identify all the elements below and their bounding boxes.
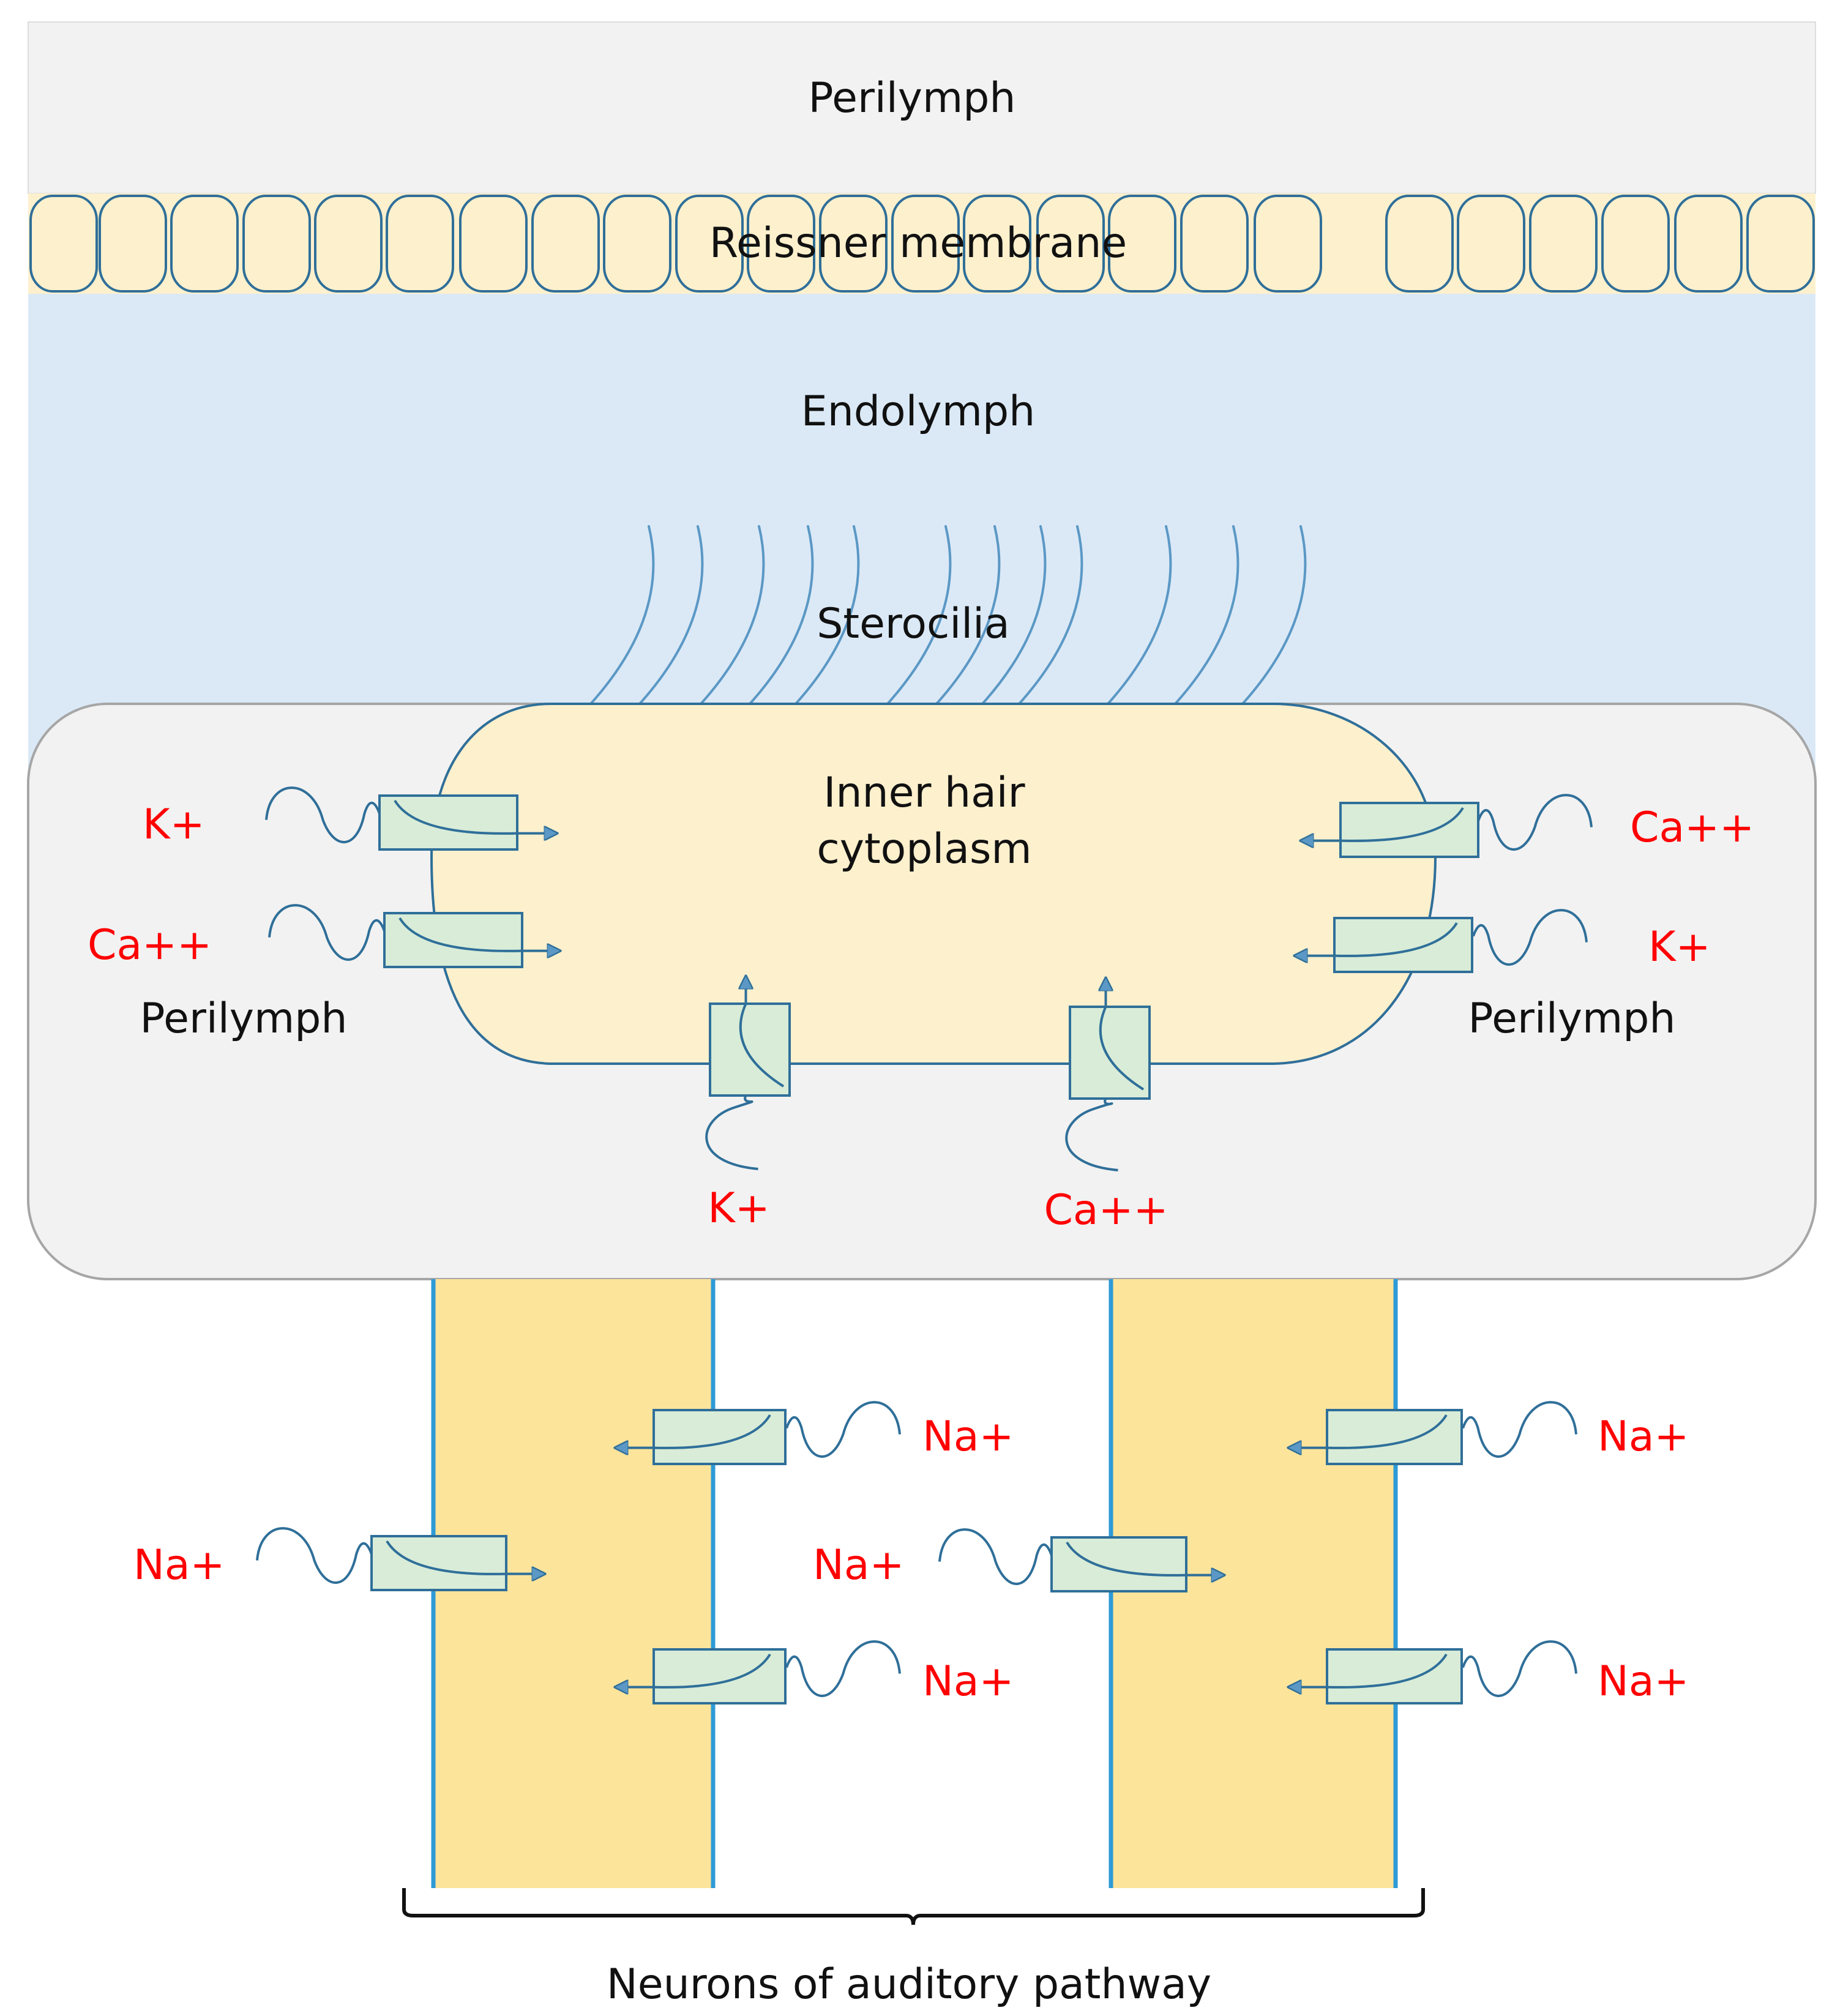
inner-hair-cell bbox=[430, 703, 1437, 1065]
ion-flow-arrow bbox=[1066, 1541, 1224, 1575]
stereocilium bbox=[589, 525, 655, 705]
ion-label-hair-left-1: K+ bbox=[143, 801, 205, 849]
ion-channel bbox=[652, 1648, 787, 1704]
stereocilium bbox=[749, 525, 814, 705]
ion-flow-arrow bbox=[386, 1540, 545, 1574]
ion-channel bbox=[1326, 1648, 1463, 1704]
membrane-cell bbox=[1385, 195, 1454, 293]
ion-channel bbox=[1339, 802, 1479, 858]
membrane-cell bbox=[1529, 195, 1598, 293]
ion-flow-arrow bbox=[1301, 807, 1464, 841]
ion-label-neuron1-out-2: Na+ bbox=[922, 1657, 1014, 1706]
ion-flow-arrow bbox=[1101, 978, 1145, 1091]
membrane-cells bbox=[29, 195, 1815, 293]
ion-wave bbox=[1477, 794, 1593, 851]
ion-wave bbox=[705, 1095, 758, 1170]
stereocilia bbox=[589, 525, 1307, 705]
stereocilium bbox=[1241, 525, 1307, 705]
stereocilium bbox=[1174, 525, 1239, 705]
stereocilium bbox=[981, 525, 1047, 705]
stereocilium bbox=[700, 525, 765, 705]
ion-channel bbox=[370, 1535, 507, 1591]
membrane-cell bbox=[531, 195, 600, 293]
ion-wave bbox=[256, 1527, 373, 1584]
ion-wave bbox=[265, 786, 381, 843]
ion-label-neuron2-out-1: Na+ bbox=[1598, 1413, 1689, 1461]
ion-label-neuron2-in: Na+ bbox=[813, 1541, 905, 1589]
ion-label-hair-right-1: Ca++ bbox=[1630, 804, 1754, 852]
ion-flow-arrow bbox=[1288, 1414, 1448, 1448]
stereocilium bbox=[1018, 525, 1083, 705]
membrane-cell bbox=[963, 195, 1031, 293]
membrane-cell bbox=[1254, 195, 1322, 293]
stereocilia-label: Sterocilia bbox=[817, 600, 1009, 648]
membrane-cell bbox=[386, 195, 454, 293]
ion-label-hair-bottom-1: K+ bbox=[708, 1184, 770, 1233]
ion-flow-arrow bbox=[398, 917, 560, 951]
perilymph-left-label: Perilymph bbox=[140, 995, 348, 1043]
ion-flow-arrow bbox=[1288, 1653, 1448, 1687]
stereocilium bbox=[935, 525, 1001, 705]
ion-wave bbox=[268, 904, 386, 961]
ion-flow-arrow bbox=[615, 1653, 771, 1687]
membrane-cell bbox=[1108, 195, 1176, 293]
ion-channel bbox=[652, 1409, 787, 1465]
stereocilium bbox=[638, 525, 704, 705]
ion-channel bbox=[1333, 917, 1473, 973]
ion-label-neuron1-out-1: Na+ bbox=[922, 1413, 1014, 1461]
membrane-cell bbox=[99, 195, 167, 293]
ion-channel bbox=[1326, 1409, 1463, 1465]
perilymph-region bbox=[28, 21, 1816, 194]
ion-channel bbox=[378, 794, 518, 851]
ion-channels bbox=[256, 786, 1593, 1704]
cytoplasm-label-line1: Inner hair bbox=[823, 769, 1025, 817]
ion-flow-arrow bbox=[394, 799, 557, 834]
ion-wave bbox=[1065, 1098, 1118, 1171]
cytoplasm-label-line2: cytoplasm bbox=[817, 825, 1031, 873]
ion-label-hair-right-2: K+ bbox=[1648, 923, 1711, 971]
membrane-cell bbox=[29, 195, 98, 293]
stereocilium bbox=[1107, 525, 1172, 705]
membrane-cell bbox=[603, 195, 671, 293]
membrane-cell bbox=[891, 195, 960, 293]
ion-channel bbox=[383, 912, 523, 968]
membrane-cell bbox=[314, 195, 383, 293]
membrane-cell bbox=[242, 195, 311, 293]
ion-channel bbox=[1050, 1536, 1187, 1592]
ion-wave bbox=[1462, 1640, 1577, 1697]
ion-label-neuron1-in: Na+ bbox=[133, 1541, 225, 1589]
membrane-cell bbox=[819, 195, 888, 293]
ion-wave bbox=[785, 1401, 901, 1458]
ion-wave bbox=[1472, 909, 1588, 966]
membrane-cell bbox=[1457, 195, 1525, 293]
ion-flow-arrow bbox=[741, 976, 785, 1088]
membrane-cell bbox=[1746, 195, 1815, 293]
membrane-cell bbox=[1601, 195, 1670, 293]
membrane-cell bbox=[170, 195, 239, 293]
ion-wave bbox=[1462, 1401, 1577, 1458]
reissner-membrane-label: Reissner membrane bbox=[709, 219, 1127, 267]
perilymph-right-label: Perilymph bbox=[1468, 995, 1676, 1043]
ion-wave bbox=[938, 1528, 1053, 1585]
ion-flow-arrow bbox=[615, 1414, 771, 1448]
neurons-label: Neurons of auditory pathway bbox=[607, 1960, 1211, 2009]
perilymph-top-label: Perilymph bbox=[809, 74, 1016, 122]
ion-flow-arrow bbox=[1295, 922, 1458, 956]
membrane-cell bbox=[1036, 195, 1105, 293]
endolymph-label: Endolymph bbox=[801, 387, 1035, 436]
membrane-cell bbox=[1674, 195, 1743, 293]
membrane-cell bbox=[675, 195, 744, 293]
ion-label-hair-left-2: Ca++ bbox=[88, 921, 212, 969]
membrane-cell bbox=[747, 195, 815, 293]
stereocilium bbox=[886, 525, 952, 705]
ion-label-neuron2-out-2: Na+ bbox=[1598, 1657, 1689, 1706]
membrane-cell bbox=[1180, 195, 1249, 293]
stereocilium bbox=[794, 525, 860, 705]
ion-wave bbox=[785, 1640, 901, 1697]
neurons-brace bbox=[402, 1888, 1425, 1925]
membrane-cell bbox=[459, 195, 528, 293]
ion-label-hair-bottom-2: Ca++ bbox=[1044, 1186, 1168, 1234]
